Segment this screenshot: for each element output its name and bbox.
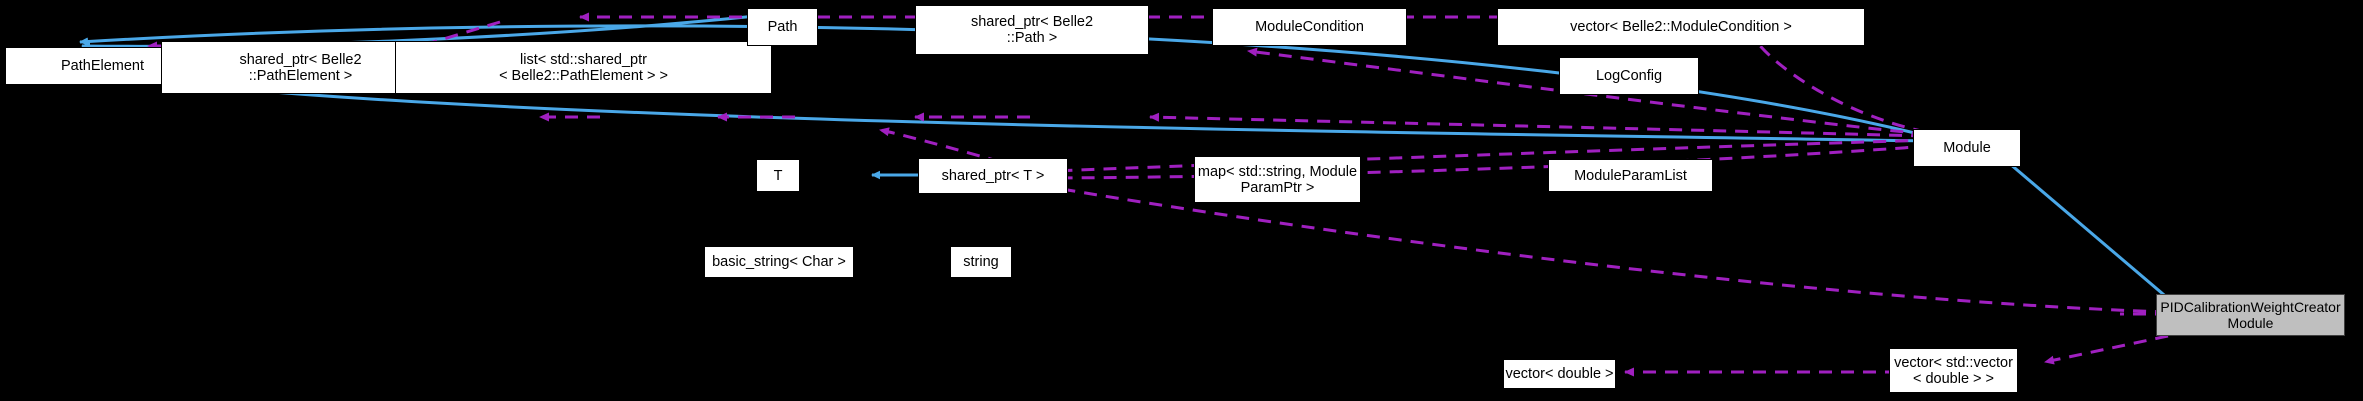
- node-list-shared-ptr-belle2-pathelement[interactable]: list< std::shared_ptr < Belle2::PathElem…: [395, 41, 772, 94]
- node-shared-ptr-t[interactable]: shared_ptr< T >: [918, 158, 1068, 194]
- node-module[interactable]: Module: [1913, 129, 2021, 167]
- node-map-string-moduleparamptr[interactable]: map< std::string, Module ParamPtr >: [1194, 156, 1361, 203]
- node-modulecondition[interactable]: ModuleCondition: [1212, 8, 1407, 46]
- node-vector-vector-double[interactable]: vector< std::vector < double > >: [1889, 348, 2018, 393]
- edge-string-to-module-b: [1029, 144, 1931, 183]
- node-vector-double[interactable]: vector< double >: [1503, 359, 1616, 389]
- node-path[interactable]: Path: [747, 8, 818, 46]
- edge-string-to-target: [1031, 181, 2169, 314]
- edge-string-to-module-a: [1029, 138, 1931, 177]
- node-pidcalibrationweightcreatormodule[interactable]: PIDCalibrationWeightCreator Module: [2156, 294, 2345, 336]
- node-moduleparamlist[interactable]: ModuleParamList: [1548, 159, 1713, 192]
- node-vector-belle2-modulecondition[interactable]: vector< Belle2::ModuleCondition >: [1497, 8, 1865, 46]
- edge-module-to-moduleparamlist: [1149, 112, 1925, 138]
- node-logconfig[interactable]: LogConfig: [1559, 57, 1699, 95]
- node-basic-string-char[interactable]: basic_string< Char >: [704, 246, 854, 278]
- node-string[interactable]: string: [950, 246, 1012, 278]
- edge-target-to-vecvec: [2044, 334, 2169, 365]
- node-t[interactable]: T: [756, 159, 800, 192]
- edge-target-to-module: [1995, 150, 2171, 302]
- node-shared-ptr-belle2-path[interactable]: shared_ptr< Belle2 ::Path >: [915, 5, 1149, 55]
